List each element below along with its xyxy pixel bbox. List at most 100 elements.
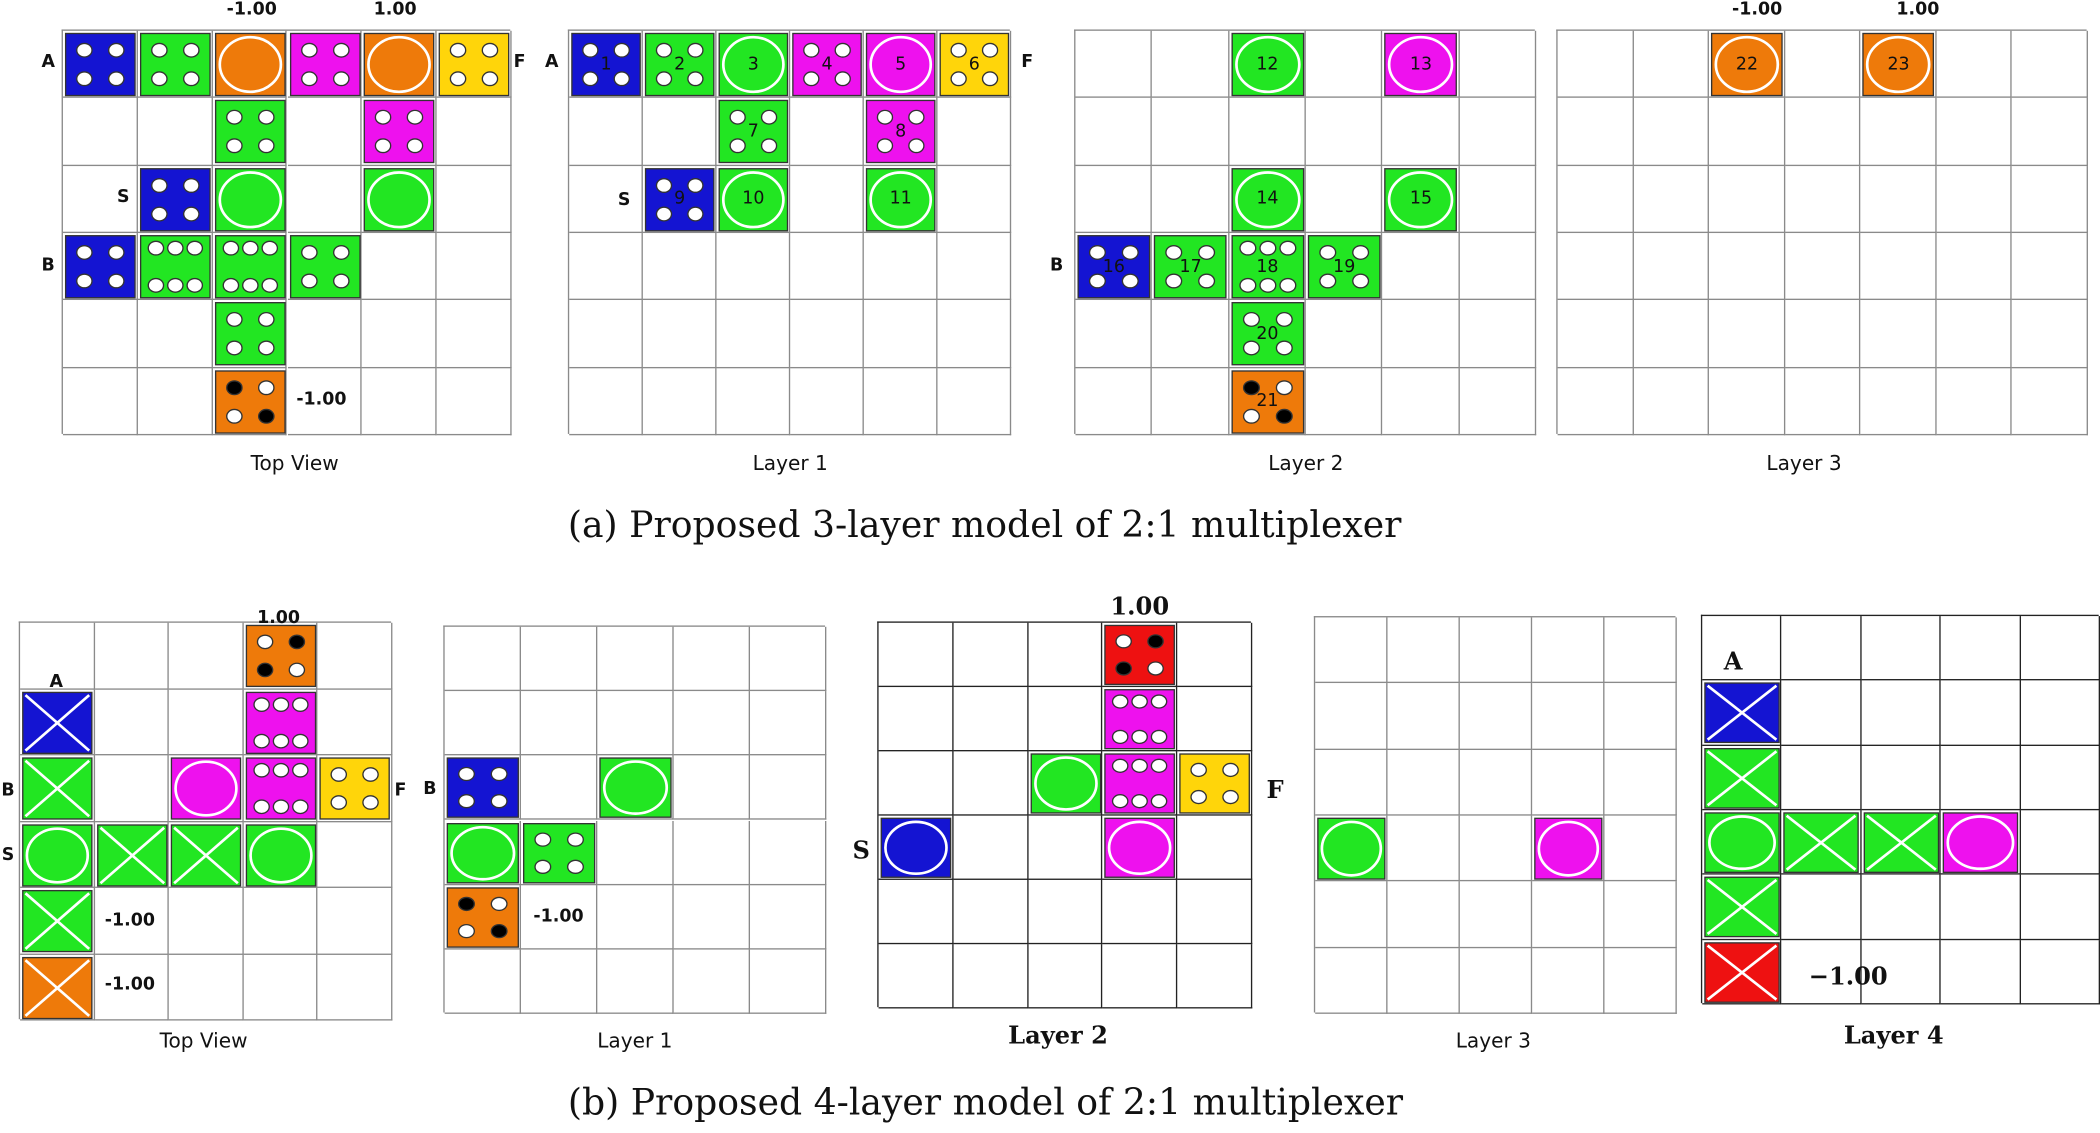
qca-cell-graphic xyxy=(718,167,789,232)
panel-title-b-top: Top View xyxy=(159,1028,248,1053)
qca-cell-graphic xyxy=(1104,753,1176,814)
caption-b: (b) Proposed 4-layer model of 2:1 multip… xyxy=(567,1082,1404,1124)
qca-cell-graphic xyxy=(1077,235,1151,299)
qca-cell-graphic xyxy=(214,167,286,232)
grid-cell xyxy=(2020,616,2100,681)
grid-cell xyxy=(750,884,827,950)
white-dot xyxy=(147,240,164,256)
grid-cell xyxy=(1633,233,1710,301)
grid-cell xyxy=(436,233,512,301)
cell-fill xyxy=(1077,235,1151,299)
white-dot xyxy=(186,277,203,293)
grid-cell xyxy=(436,165,512,234)
grid-cell xyxy=(1604,815,1677,882)
qca-cell-yellow-dots4 xyxy=(438,32,510,97)
qca-cell-green-circle xyxy=(446,822,519,883)
grid-cell xyxy=(953,687,1029,752)
qca-cell-green-cross xyxy=(96,823,167,886)
panel-title-a-l2: Layer 2 xyxy=(1268,451,1344,476)
grid-cell xyxy=(1177,815,1253,880)
grid-cell xyxy=(520,949,598,1014)
grid-cell xyxy=(597,626,674,692)
grid-cell xyxy=(790,367,864,436)
grid-cell xyxy=(444,884,521,950)
qca-cell-blue-dots4: 16 xyxy=(1077,235,1151,299)
grid-cell xyxy=(317,622,393,690)
qca-cell-graphic xyxy=(1231,235,1304,299)
white-dot xyxy=(908,110,925,126)
white-dot xyxy=(567,858,584,874)
caption-a: (a) Proposed 3-layer model of 2:1 multip… xyxy=(567,504,1402,547)
white-dot xyxy=(375,138,392,154)
qca-cell-graphic xyxy=(718,32,789,97)
grid-b-l4 xyxy=(1700,614,2100,1005)
white-dot xyxy=(1088,273,1106,289)
qca-cell-orange-circle: 22 xyxy=(1711,32,1783,97)
white-dot xyxy=(182,42,200,58)
white-dot xyxy=(534,858,552,874)
grid-cell xyxy=(937,165,1012,234)
grid-cell xyxy=(287,98,363,166)
grid-cell xyxy=(1075,98,1153,166)
qca-cell-green-cross xyxy=(171,823,242,886)
white-dot xyxy=(1242,312,1260,328)
grid-cell xyxy=(94,887,170,955)
panel-title-a-top: Top View xyxy=(250,451,339,476)
grid-cell xyxy=(642,367,717,436)
qca-cell-orange-circle: 23 xyxy=(1862,32,1935,97)
annotation-label: 1.00 xyxy=(373,0,417,20)
grid-cell xyxy=(2020,745,2100,811)
grid-cell xyxy=(436,367,512,436)
grid-cell xyxy=(1702,875,1782,940)
white-dot xyxy=(803,71,820,87)
grid-cell xyxy=(1305,165,1383,234)
grid-cell xyxy=(1387,617,1460,684)
cell-fill xyxy=(523,822,596,883)
qca-cell-graphic xyxy=(364,32,435,97)
grid-b-top xyxy=(18,621,393,1021)
circle-cell-marker xyxy=(1946,815,2015,871)
grid-cell xyxy=(1861,616,1941,681)
white-dot xyxy=(182,177,200,193)
grid-cell xyxy=(1781,939,1862,1005)
panel-title-a-l3: Layer 3 xyxy=(1766,451,1842,476)
annotation-label: -1.00 xyxy=(104,910,156,931)
grid-cell xyxy=(243,755,318,822)
qca-cell-graphic xyxy=(1704,812,1780,873)
annotation-label: A xyxy=(49,671,63,692)
qca-cell-green-dots4: 17 xyxy=(1154,235,1228,299)
qca-cell-graphic xyxy=(289,235,361,299)
annotation-label: B xyxy=(41,255,55,276)
circle-cell-marker xyxy=(1234,170,1301,228)
annotation-label: F xyxy=(513,51,526,72)
qca-cell-magenta-dots4 xyxy=(364,100,435,164)
grid-cell xyxy=(2012,30,2088,99)
white-dot xyxy=(981,42,999,58)
white-dot xyxy=(362,795,380,810)
white-dot xyxy=(257,312,275,328)
cross-stroke xyxy=(1706,879,1778,936)
grid-cell xyxy=(1940,875,2021,940)
white-dot xyxy=(1121,273,1139,289)
grid-cell xyxy=(716,367,791,436)
grid-cell xyxy=(62,165,138,234)
white-dot xyxy=(76,71,93,87)
grid-cell xyxy=(1305,300,1383,368)
grid-cell xyxy=(1305,233,1383,301)
grid-cell xyxy=(1557,367,1634,436)
grid-cell xyxy=(1459,617,1533,684)
qca-cell-orange-cross xyxy=(22,956,93,1019)
grid-cell xyxy=(1459,881,1533,948)
grid-cell xyxy=(520,884,598,950)
cross-stroke xyxy=(24,693,91,752)
annotation-label: S xyxy=(1,844,15,865)
white-dot xyxy=(481,71,499,87)
annotation-label: F xyxy=(394,780,407,801)
grid-cell xyxy=(1860,300,1937,368)
grid-cell xyxy=(716,165,791,234)
grid-cell xyxy=(1936,233,2013,301)
white-dot xyxy=(1088,244,1106,260)
white-dot xyxy=(76,42,93,58)
qca-cell-magenta-circle xyxy=(1942,812,2019,873)
